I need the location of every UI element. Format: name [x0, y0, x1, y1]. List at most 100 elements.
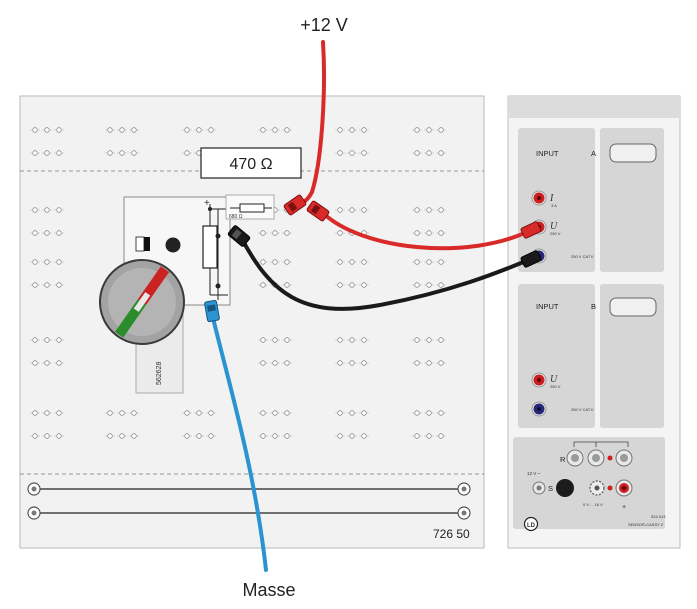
- socket-hole: [349, 410, 355, 416]
- sensor-cassy: INPUT A I 3 A U 250 V 250 V CAT II INPUT: [507, 95, 681, 549]
- socket-hole: [426, 282, 432, 288]
- socket-hole: [272, 127, 278, 133]
- socket-hole: [44, 282, 50, 288]
- socket-hole: [438, 360, 444, 366]
- socket-hole: [361, 360, 367, 366]
- socket-hole: [349, 127, 355, 133]
- socket-hole: [184, 127, 190, 133]
- socket-hole: [44, 127, 50, 133]
- socket-hole: [119, 433, 125, 439]
- voltage-symbol-a: U: [550, 221, 558, 232]
- socket-hole: [337, 127, 343, 133]
- relay-socket-1[interactable]: [566, 449, 584, 467]
- s-label: S: [548, 484, 553, 493]
- socket-hole: [426, 150, 432, 156]
- socket-voltage-b[interactable]: [531, 372, 547, 388]
- socket-hole: [32, 127, 38, 133]
- device-name: SENSOR-CASSY 2: [628, 522, 664, 527]
- socket-hole: [272, 259, 278, 265]
- socket-hole: [426, 127, 432, 133]
- socket-hole: [426, 360, 432, 366]
- socket-hole: [361, 433, 367, 439]
- socket-hole: [438, 410, 444, 416]
- socket-hole: [260, 337, 266, 343]
- socket-hole: [349, 282, 355, 288]
- socket-hole: [44, 433, 50, 439]
- module-number: 562628: [156, 362, 163, 385]
- relay-socket-2[interactable]: [587, 449, 605, 467]
- socket-hole: [426, 207, 432, 213]
- socket-ground-b[interactable]: [531, 401, 547, 417]
- socket-hole: [349, 259, 355, 265]
- relay-label: R: [560, 455, 566, 464]
- socket-hole: [272, 360, 278, 366]
- plug-blue: [204, 299, 220, 323]
- socket-hole: [184, 433, 190, 439]
- socket-hole: [184, 410, 190, 416]
- socket-hole: [438, 127, 444, 133]
- relay-socket-3[interactable]: [615, 449, 633, 467]
- socket-hole: [119, 127, 125, 133]
- socket-hole: [56, 259, 62, 265]
- socket-hole: [56, 360, 62, 366]
- dc-power-jack[interactable]: [556, 479, 574, 497]
- socket-hole: [349, 433, 355, 439]
- socket-hole: [284, 433, 290, 439]
- module-resistor: [202, 225, 218, 269]
- input-a-label: INPUT: [536, 149, 559, 158]
- socket-hole: [32, 360, 38, 366]
- current-rating: 3 A: [551, 203, 557, 208]
- socket-hole: [196, 433, 202, 439]
- socket-hole: [414, 150, 420, 156]
- socket-hole: [284, 410, 290, 416]
- socket-hole: [56, 410, 62, 416]
- socket-hole: [361, 337, 367, 343]
- socket-hole: [426, 433, 432, 439]
- supply-indicator: [607, 485, 613, 491]
- socket-hole: [260, 259, 266, 265]
- socket-hole: [260, 410, 266, 416]
- relay-indicator: [607, 455, 613, 461]
- socket-hole: [107, 410, 113, 416]
- channel-b-letter: B: [591, 302, 596, 311]
- socket-hole: [284, 127, 290, 133]
- socket-hole: [284, 282, 290, 288]
- measurement-wire-black: [241, 239, 535, 311]
- supply-12v-socket[interactable]: [532, 481, 546, 495]
- socket-hole: [44, 360, 50, 366]
- socket-hole: [32, 410, 38, 416]
- board-number: 726 50: [433, 527, 470, 541]
- plug-black-cassy: [520, 250, 542, 268]
- socket-hole: [426, 259, 432, 265]
- current-symbol: I: [549, 193, 554, 204]
- socket-hole: [438, 337, 444, 343]
- sub-d-connector-a: [609, 143, 657, 163]
- socket-current[interactable]: [531, 190, 547, 206]
- supply-plus-socket[interactable]: [615, 479, 633, 497]
- cat-rating-b: 250 V CAT II: [571, 407, 594, 412]
- socket-hole: [426, 230, 432, 236]
- socket-hole: [184, 150, 190, 156]
- resistor-680: 680 Ω: [225, 194, 275, 220]
- supply-12v-label: 12 V ~: [527, 471, 541, 476]
- potentiometer-module: 562628 +: [99, 196, 236, 394]
- socket-hole: [32, 337, 38, 343]
- socket-hole: [438, 230, 444, 236]
- socket-hole: [107, 433, 113, 439]
- socket-hole: [361, 207, 367, 213]
- socket-hole: [56, 230, 62, 236]
- plug-red-2: [306, 200, 330, 222]
- socket-hole: [44, 410, 50, 416]
- supply-label: +12 V: [300, 15, 348, 35]
- voltage-symbol-b: U: [550, 374, 558, 385]
- socket-hole: [414, 230, 420, 236]
- socket-hole: [337, 360, 343, 366]
- socket-hole: [56, 337, 62, 343]
- socket-hole: [438, 433, 444, 439]
- socket-hole: [56, 150, 62, 156]
- cat-rating-a: 250 V CAT II: [571, 254, 594, 259]
- socket-hole: [361, 259, 367, 265]
- socket-hole: [32, 433, 38, 439]
- socket-hole: [196, 410, 202, 416]
- socket-hole: [426, 337, 432, 343]
